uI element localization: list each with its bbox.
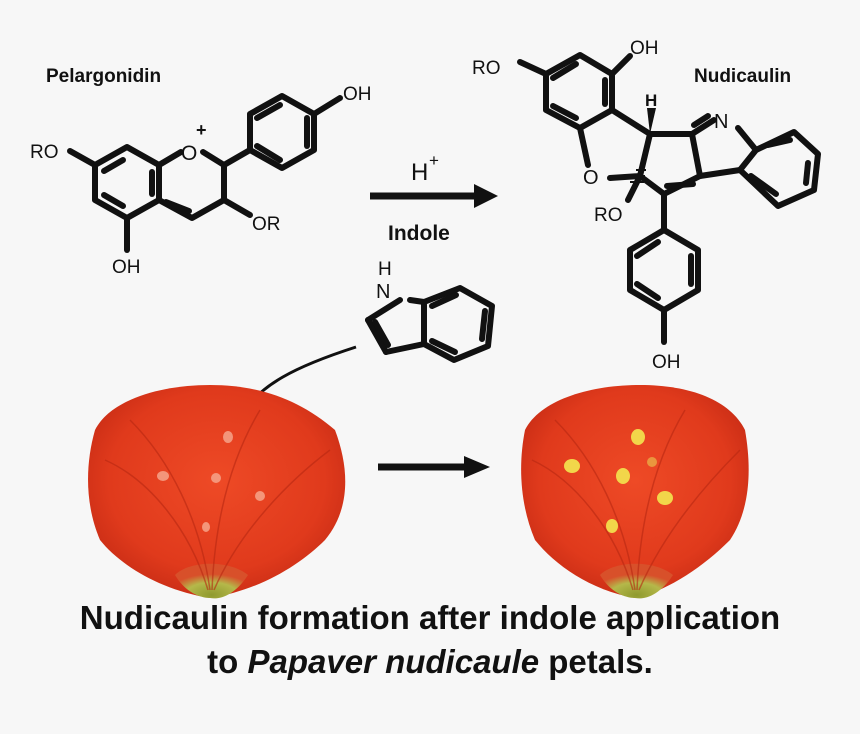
indole-labels: H N <box>376 259 392 303</box>
petal-treated <box>521 385 749 599</box>
nudicaulin-structure <box>517 52 821 345</box>
process-arrow <box>378 456 490 478</box>
nudicaulin-oh-top: OH <box>630 38 659 59</box>
indole-n: N <box>376 281 390 303</box>
pelargonidin-ro-left: RO <box>30 142 59 163</box>
nudicaulin-o-label: O <box>583 167 599 189</box>
pelargonidin-oxygen: O <box>181 142 197 165</box>
caption-line-2-suffix: petals. <box>539 643 653 680</box>
nudicaulin-oh-bottom: OH <box>652 352 681 373</box>
caption-line-2-prefix: to <box>207 643 248 680</box>
reagent-acid: H <box>411 159 428 186</box>
pelargonidin-labels: Pelargonidin RO O + OH OR OH <box>30 66 372 278</box>
pelargonidin-oh-top: OH <box>343 84 372 105</box>
caption-line-2: to Papaver nudicaule petals. <box>0 642 860 682</box>
nudicaulin-labels: Nudicaulin RO OH H N O RO OH <box>472 38 791 373</box>
pelargonidin-or-right: OR <box>252 214 281 235</box>
nudicaulin-h-label: H <box>645 91 657 110</box>
nudicaulin-n-label: N <box>714 111 728 133</box>
caption-species-name: Papaver nudicaule <box>247 643 540 680</box>
water-droplets <box>157 431 265 532</box>
indole-structure <box>365 285 495 363</box>
nudicaulin-stereo-bonds <box>630 108 656 183</box>
nudicaulin-ro-top: RO <box>472 58 501 79</box>
nudicaulin-yellow-spots <box>564 429 673 533</box>
nudicaulin-ro-bottom: RO <box>594 205 623 226</box>
nudicaulin-title: Nudicaulin <box>694 66 791 87</box>
pelargonidin-charge: + <box>196 120 207 140</box>
petal-untreated <box>88 385 346 599</box>
indole-h: H <box>378 259 392 280</box>
reagent-acid-superscript: + <box>429 151 439 170</box>
reagent-indole-label: Indole <box>388 222 450 245</box>
pelargonidin-title: Pelargonidin <box>46 66 161 87</box>
reaction-arrow: H + Indole <box>370 151 498 245</box>
pelargonidin-structure <box>67 93 343 253</box>
caption-line-1: Nudicaulin formation after indole applic… <box>79 599 781 636</box>
pelargonidin-oh-bottom: OH <box>112 257 141 278</box>
